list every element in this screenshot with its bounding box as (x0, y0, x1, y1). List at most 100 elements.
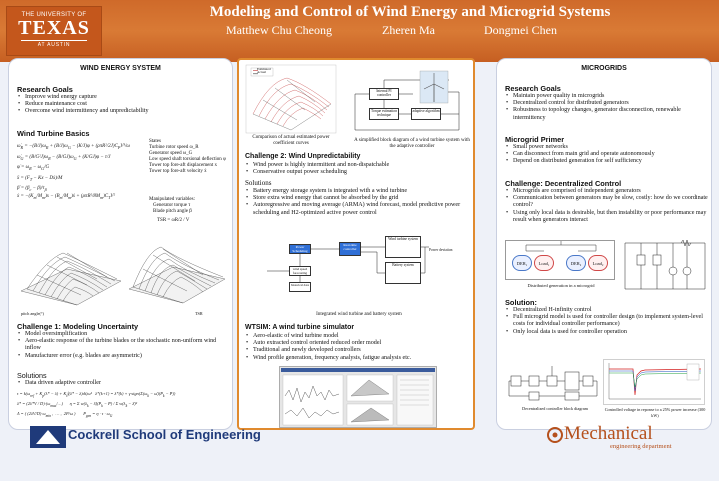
list-item: Battery energy storage system is integra… (245, 188, 473, 195)
list-item: Can disconnect from main grid and operat… (505, 151, 709, 158)
solutions-list: Data driven adaptive controller (17, 380, 231, 387)
wind-turbine-system-block: Wind turbine system (385, 236, 421, 258)
list-item: Traditional and newly developed controll… (245, 347, 473, 354)
research-goals-heading: Research Goals (505, 84, 561, 93)
microgrids-panel: MICROGRIDS Research Goals Maintain power… (496, 58, 712, 430)
section-title: MICROGRIDS (581, 65, 627, 72)
list-item: Wind power is highly intermittent and no… (245, 162, 473, 169)
state-item: Tower top fore-aft velocity ẋ (149, 169, 207, 174)
fig2-caption: A simplified block diagram of a wind tur… (354, 138, 470, 149)
list-item: Aero-elastic of wind turbine model (245, 333, 473, 340)
microgrid-bus-lines (525, 241, 597, 252)
der1-node: DER₁ (512, 255, 532, 271)
list-item: Small power networks (505, 144, 709, 151)
list-item: Decentralized control for distributed ge… (505, 100, 709, 107)
list-item: Maintain power quality in microgrids (505, 93, 709, 100)
list-item: Reduce maintenance cost (17, 101, 231, 108)
adaptive-algorithm-block: adaptive algorithm (411, 108, 441, 120)
logo-university-text: THE UNIVERSITY OF (21, 12, 87, 18)
basics-heading: Wind Turbine Basics (17, 129, 90, 138)
der2-node: DER₂ (566, 255, 586, 271)
section-title: WIND ENERGY SYSTEM (80, 65, 161, 72)
list-item: Only local data is used for controller o… (505, 329, 709, 336)
list-item: Microgrids are comprised of independent … (505, 188, 709, 195)
voltage-plot-caption: Controlled voltage in reponse to a 25% p… (604, 407, 706, 418)
list-item: Full microgrid model is used for control… (505, 314, 709, 328)
mechanical-engineering-logo: Mechanical (564, 423, 653, 444)
solution-list: Decentralized H-infinity control Full mi… (505, 307, 709, 336)
wtsim-list: Aero-elastic of wind turbine model Auto … (245, 333, 473, 362)
author-3: Dongmei Chen (484, 23, 557, 37)
list-item: Wind profile generation, frequency analy… (245, 355, 473, 362)
fig1-caption: Comparison of actual estimated power coe… (252, 135, 330, 146)
list-item: Communication between generators may be … (505, 195, 709, 209)
cockrell-school-logo-text: Cockrell School of Engineering (68, 427, 261, 442)
manip-item: Blade pitch angle β (153, 209, 192, 214)
challenge-list: Microgrids are comprised of independent … (505, 188, 709, 224)
list-item: Overcome wind intermittency and unpredic… (17, 108, 231, 115)
challenge1-heading: Challenge 1: Modeling Uncertainty (17, 322, 139, 331)
manipulated-variables: Manipulated variables: Generator torque … (149, 197, 231, 224)
solutions-heading: Solutions (17, 371, 47, 380)
controller-block-diagram (508, 366, 598, 401)
wind-energy-panel: WIND ENERGY SYSTEM Research Goals Improv… (8, 58, 233, 430)
list-item: Autoregressive and moving average (ARMA)… (245, 202, 473, 216)
legend-estimated: Estimated (257, 67, 271, 71)
list-item: Depend on distributed generation for sel… (505, 158, 709, 165)
primer-heading: Microgrid Primer (505, 135, 565, 144)
tsr-formula: TSR = ωR/2 / V (157, 218, 190, 223)
fig3-caption: Integrated wind turbine and battery syst… (316, 312, 402, 317)
internal-pi-block: Internal PI controller (369, 88, 399, 100)
manip-title: Manipulated variables: (149, 197, 195, 202)
power-deviation-label: Power deviation (429, 248, 453, 252)
wind-turbine-icon (419, 70, 449, 104)
list-item: Improve wind energy capture (17, 94, 231, 101)
poster-title: Modeling and Control of Wind Energy and … (209, 4, 611, 20)
wtsim-screenshot (279, 366, 437, 428)
list-item: Manufacturer error (e.g. blades are asym… (17, 353, 231, 360)
manip-item: Generator torque τ (153, 203, 191, 208)
system-connectors (267, 246, 429, 282)
author-2: Zheren Ma (382, 23, 435, 37)
adaptive-control-equations: τ = k(ωref + Kp(λ* − λ) + Ki∫(λ* − λ)dt)… (17, 391, 176, 418)
states-list: States Turbine rotor speed ω_R Generator… (149, 139, 231, 175)
challenge2-heading: Challenge 2: Wind Unpredictability (245, 153, 361, 160)
plot2-axis-label: TSR (195, 311, 203, 316)
challenge-heading: Challenge: Decentralized Control (505, 179, 622, 188)
block-connectors (354, 79, 460, 131)
turbine-equations: ω̇R = −(B/J)ωR + (B/J)ωG − (K/J)φ + (ρπR… (17, 144, 130, 192)
challenge1-list: Model oversimplification Aero-elastic re… (17, 331, 231, 360)
load2-node: Load₂ (588, 255, 608, 271)
list-item: Aero-elastic response of the turbine bla… (17, 338, 231, 352)
load1-node: Load₁ (534, 255, 554, 271)
power-coefficient-comparison-plot (245, 64, 337, 134)
solutions-heading: Solutions (245, 179, 272, 187)
state-item: Turbine rotor speed ω_R (149, 145, 199, 150)
plot1-axis-label: pitch angle(°) (21, 311, 44, 316)
poster-footer (0, 432, 719, 481)
list-item: Data driven adaptive controller (17, 380, 231, 387)
torque-estimation-block: Torque estimation technique (369, 108, 399, 120)
research-goals-heading: Research Goals (17, 85, 73, 94)
research-goals-list: Improve wind energy capture Reduce maint… (17, 94, 231, 116)
states-title: States (149, 139, 161, 144)
power-scheduling-block: Power Scheduling (289, 244, 311, 254)
battery-system-block: Battery system (385, 262, 421, 284)
wind-control-panel: Estimated Actual Comparison of actual es… (237, 58, 475, 430)
ut-austin-logo: THE UNIVERSITY OF TEXAS AT AUSTIN (6, 6, 102, 56)
ct-surface-plot (128, 246, 226, 304)
wtsim-heading: WTSIM: A wind turbine simulator (245, 324, 355, 331)
research-goals-list: Maintain power quality in microgrids Dec… (505, 93, 709, 122)
historical-data-block: historical data (289, 282, 311, 292)
list-item: Robustness to topology changes, generato… (505, 107, 709, 121)
logo-texas-text: TEXAS (18, 17, 90, 39)
poster-header: THE UNIVERSITY OF TEXAS AT AUSTIN Modeli… (0, 0, 719, 62)
state-space-equation: ẋ = −(Km/Mm)x − (Bm/Mm)ẋ + (ρπR²/8Mm)CTV… (17, 194, 115, 200)
list-item: Using only local data is desirable, but … (505, 210, 709, 224)
list-item: Decentralized H-infinity control (505, 307, 709, 314)
voltage-response-plot (603, 359, 705, 405)
adaptive-block-diagram: Internal PI controller Torque estimation… (349, 66, 473, 138)
mechanical-engineering-subtitle: engineering department (610, 443, 672, 450)
list-item: Auto extracted control oriented reduced … (245, 340, 473, 347)
microgrid-diagram-caption: Distributed generation in a microgrid (527, 283, 595, 288)
